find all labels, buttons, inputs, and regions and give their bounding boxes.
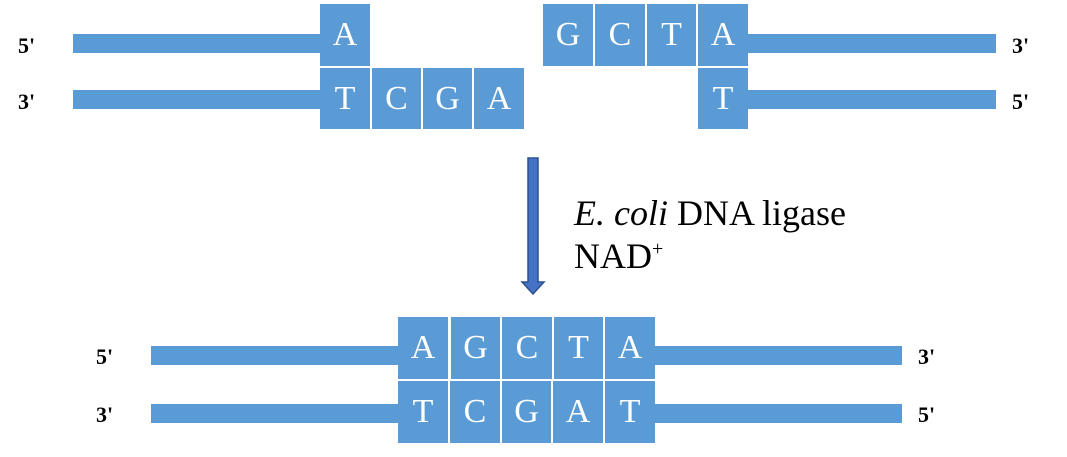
top-left-lower-base: T <box>320 68 370 129</box>
top-left-lower-base: A <box>474 68 524 129</box>
top-left-lower-base: G <box>423 68 472 129</box>
enzyme-name: DNA ligase <box>676 193 846 233</box>
top-left-lower-3prime-label: 3' <box>18 89 36 114</box>
bottom-lower-base: T <box>398 381 448 443</box>
top-right-upper-base: A <box>698 4 748 66</box>
bottom-right-lower-strand <box>655 404 902 423</box>
bottom-lower-3prime-label: 3' <box>96 402 114 427</box>
enzyme-organism: E. coli <box>574 193 668 233</box>
bottom-left-lower-strand <box>151 404 399 423</box>
top-left-upper-base: A <box>320 4 370 66</box>
enzyme-label: E. coli DNA ligase <box>574 195 846 231</box>
top-right-upper-3prime-label: 3' <box>1012 33 1030 58</box>
bottom-upper-base: G <box>451 317 500 379</box>
top-right-upper-base: T <box>647 4 696 66</box>
top-right-upper-base: G <box>543 4 593 66</box>
bottom-upper-base: A <box>398 317 448 379</box>
cofactor-label: NAD+ <box>574 238 663 274</box>
top-left-lower-base: C <box>372 68 421 129</box>
top-right-lower-strand <box>747 90 996 109</box>
bottom-upper-5prime-label: 5' <box>96 344 114 369</box>
top-left-lower-strand <box>73 90 321 109</box>
cofactor-name: NAD <box>574 236 652 276</box>
down-arrow-shape <box>520 157 546 296</box>
bottom-lower-base: C <box>450 381 500 443</box>
top-left-upper-5prime-label: 5' <box>18 33 36 58</box>
bottom-right-upper-strand <box>655 346 902 365</box>
cofactor-charge: + <box>652 238 664 260</box>
bottom-lower-5prime-label: 5' <box>918 402 936 427</box>
top-right-lower-5prime-label: 5' <box>1012 89 1030 114</box>
top-right-upper-strand <box>747 34 996 53</box>
bottom-upper-base: C <box>502 317 552 379</box>
top-left-upper-strand <box>73 34 321 53</box>
top-right-lower-base: T <box>698 68 748 129</box>
bottom-upper-base: A <box>605 317 655 379</box>
bottom-lower-base: T <box>605 381 655 443</box>
bottom-upper-base: T <box>554 317 603 379</box>
bottom-left-upper-strand <box>151 346 399 365</box>
bottom-lower-base: G <box>502 381 551 443</box>
bottom-upper-3prime-label: 3' <box>918 344 936 369</box>
top-right-upper-base: C <box>595 4 645 66</box>
bottom-lower-base: A <box>553 381 603 443</box>
